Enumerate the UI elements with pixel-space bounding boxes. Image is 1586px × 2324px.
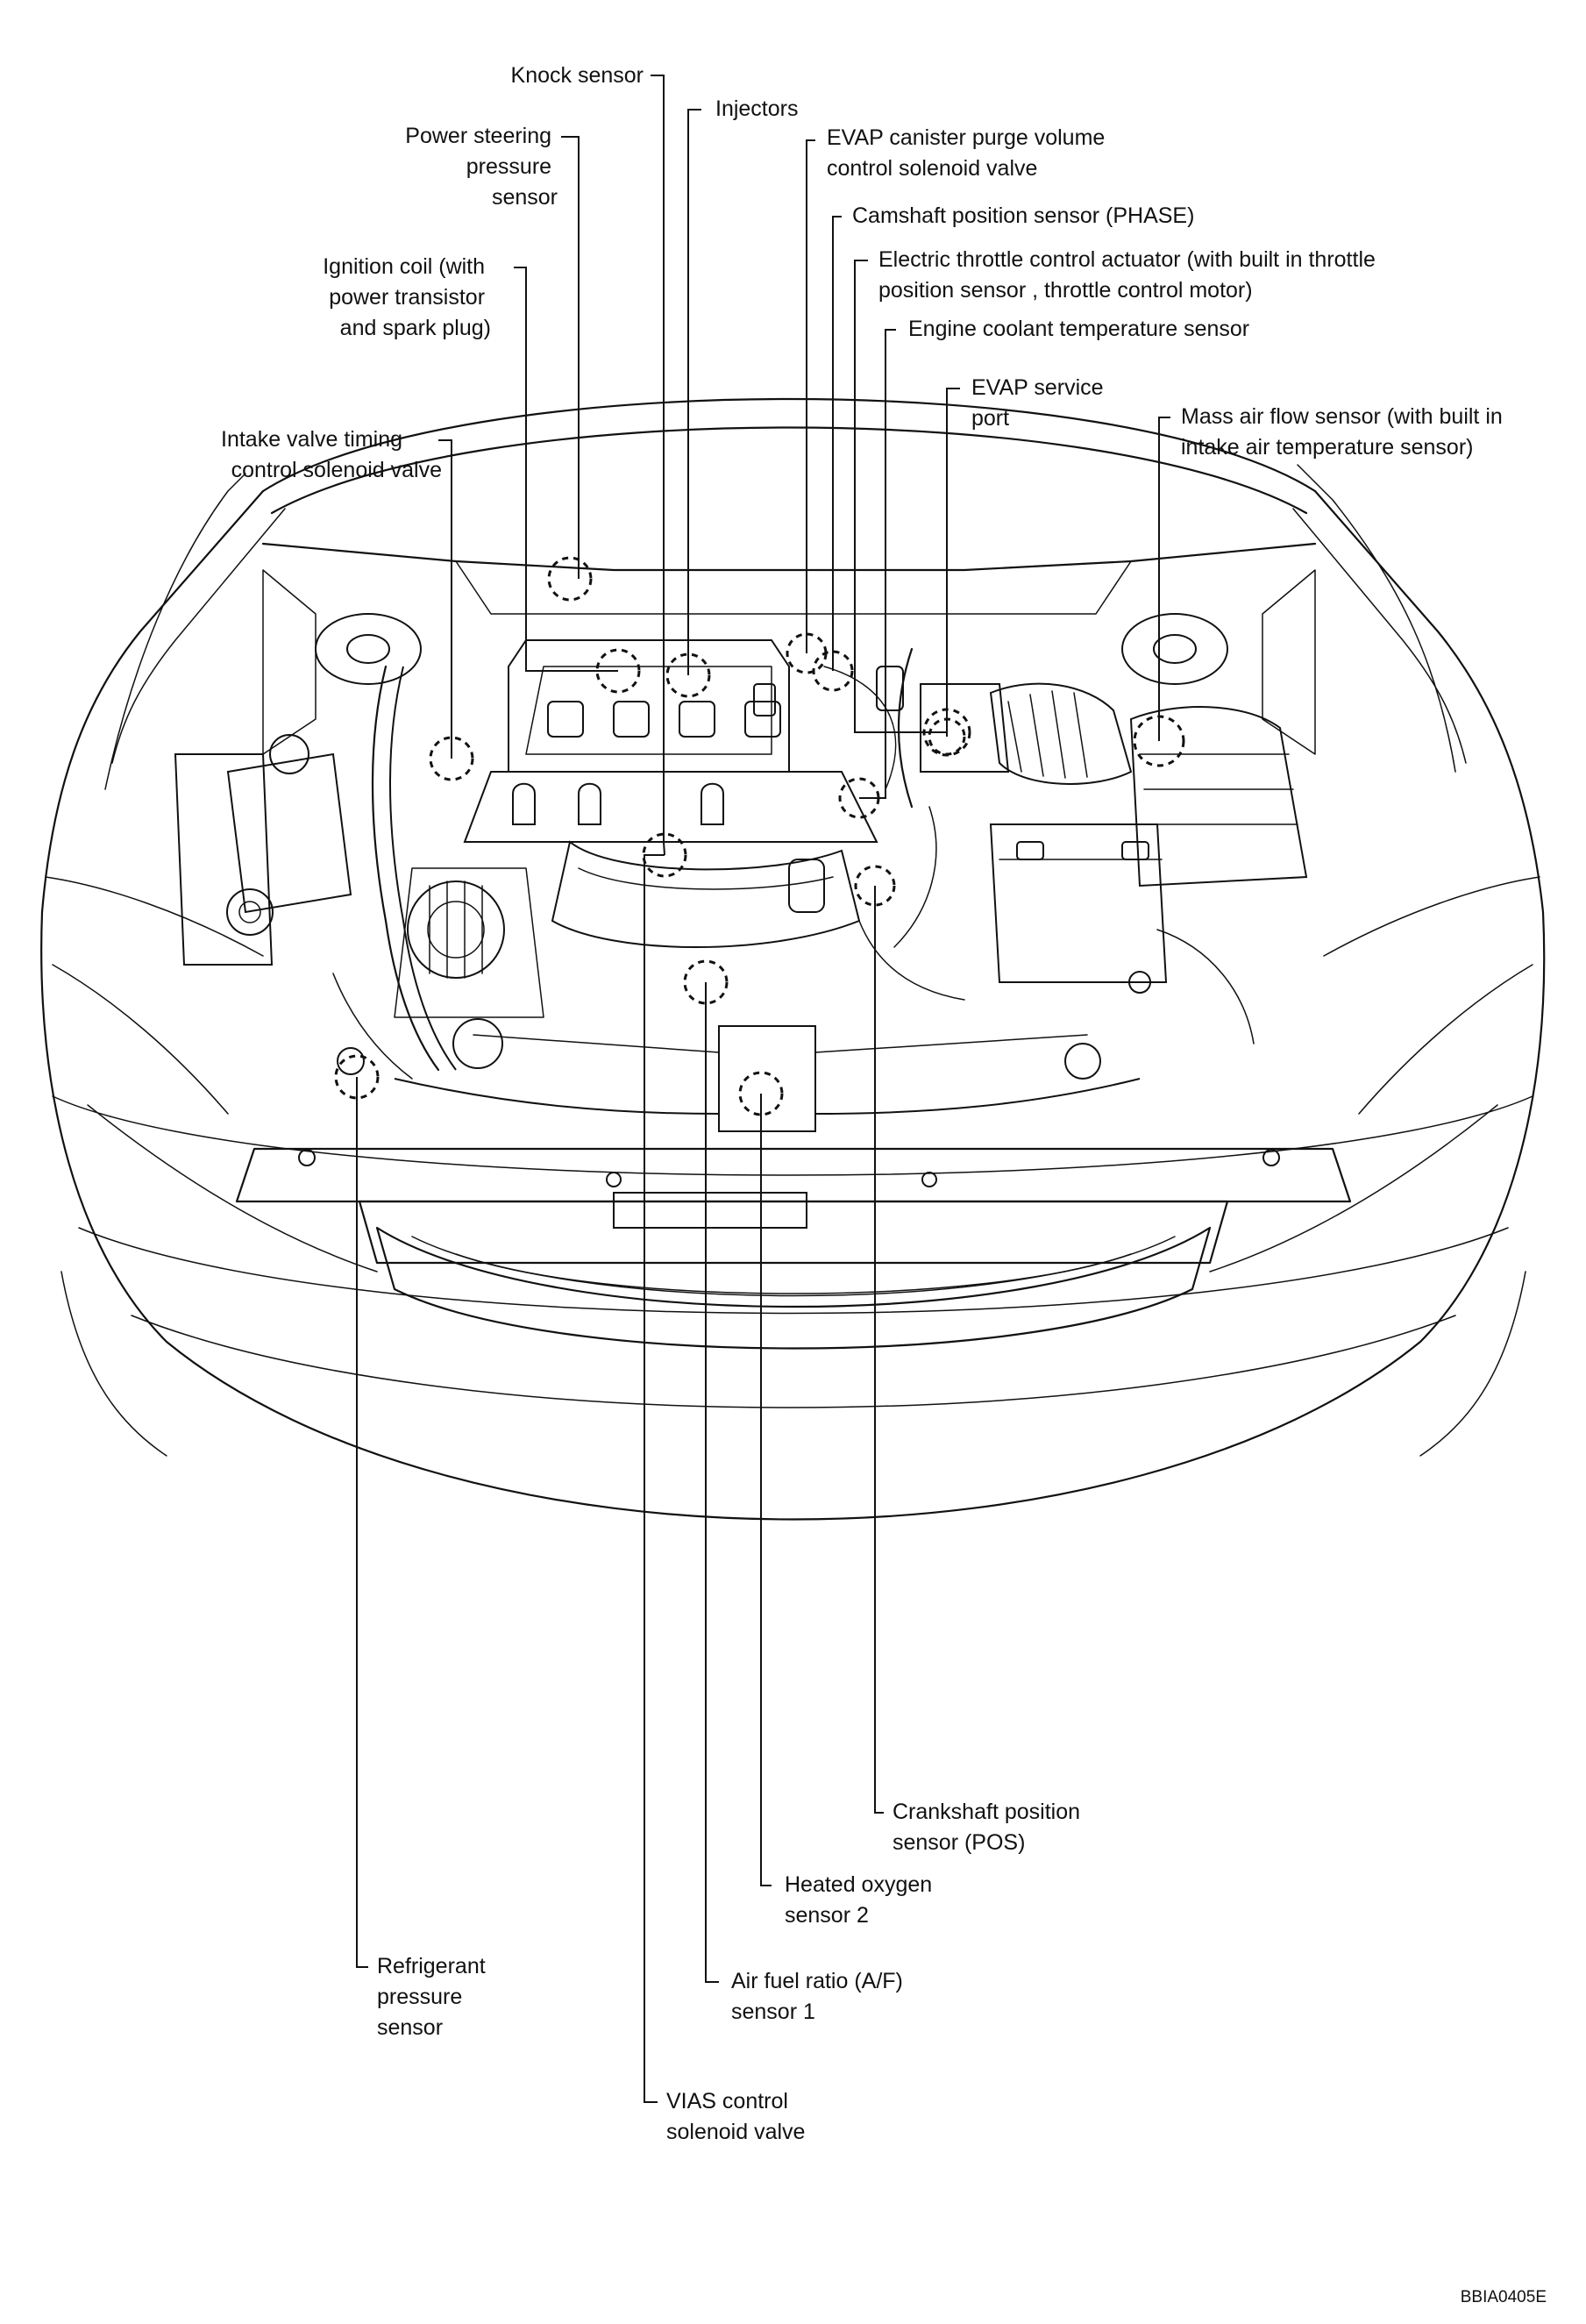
vias-marker [642,832,687,878]
af-sensor-marker [683,959,729,1005]
camshaft-phase-marker [812,650,854,692]
label-intake-valve-timing: Intake valve timing control solenoid val… [221,427,442,482]
sensor-markers [334,556,1185,1116]
ignition-coil-marker [595,648,641,694]
engine-bay [174,542,1317,1132]
label-vias-control-valve: VIAS control solenoid valve [666,2089,805,2144]
label-knock-sensor: Knock sensor [511,63,644,88]
label-heated-oxygen-sensor: Heated oxygen sensor 2 [785,1872,938,1928]
label-evap-service-port: EVAP service port [971,375,1109,431]
vehicle-body [40,397,1546,1521]
injectors-marker [665,652,711,698]
figure-code: BBIA0405E [1461,2288,1547,2306]
label-air-fuel-ratio-sensor: Air fuel ratio (A/F) sensor 1 [731,1969,909,2024]
label-injectors: Injectors [715,96,798,121]
label-evap-purge-valve: EVAP canister purge volume control solen… [827,125,1111,181]
refrigerant-pressure-marker [334,1054,380,1100]
label-refrigerant-pressure-sensor: Refrigerant pressure sensor [377,1954,492,2040]
label-crankshaft-position-sensor: Crankshaft position sensor (POS) [893,1800,1086,1855]
crankshaft-pos-marker [854,865,896,907]
front-grille [235,1147,1352,1350]
heated-oxygen-marker [738,1071,784,1116]
label-power-steering-pressure-sensor: Power steering pressure sensor [405,124,558,210]
label-throttle-actuator: Electric throttle control actuator (with… [878,247,1382,303]
component-labels: Knock sensor Injectors Power steering pr… [221,63,1547,2306]
intake-valve-timing-marker [429,736,474,781]
label-camshaft-position-sensor: Camshaft position sensor (PHASE) [852,203,1194,228]
label-ignition-coil: Ignition coil (with power transistor and… [323,254,491,340]
label-engine-coolant-temp-sensor: Engine coolant temperature sensor [908,317,1249,341]
label-mass-air-flow-sensor: Mass air flow sensor (with built in inta… [1181,404,1509,460]
knock-sensor-marker [547,556,593,602]
leader-lines [104,75,1456,2103]
